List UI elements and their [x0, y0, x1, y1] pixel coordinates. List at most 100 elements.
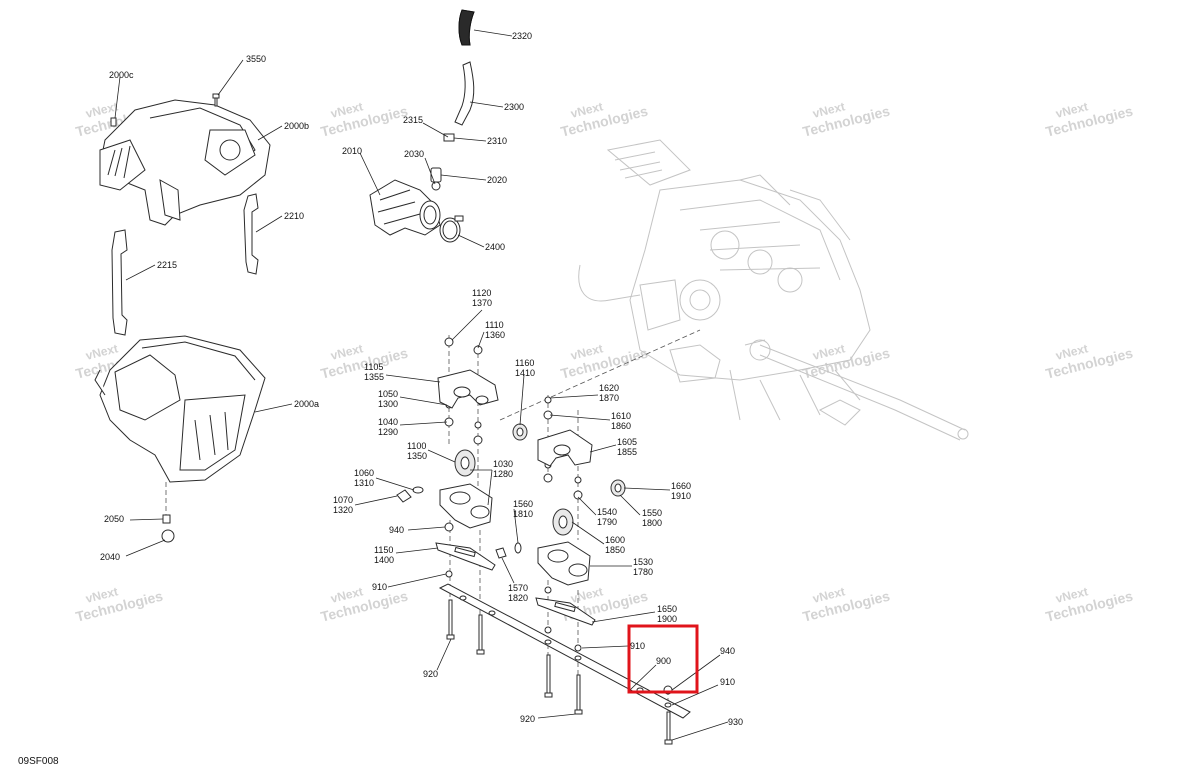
engine-ghost-illustration: [578, 139, 969, 441]
callout-940-lower: 940: [720, 646, 735, 656]
watermark: vNext Technologies: [801, 584, 892, 624]
tube-2300: [454, 61, 475, 126]
callout-910-middle: 910: [630, 641, 645, 651]
callout-labels: 3550 2000c 2000b 2210 2215 2000a 2050 20…: [100, 31, 743, 727]
callout-1820: 1820: [508, 593, 528, 603]
callout-1570: 1570: [508, 583, 528, 593]
assembly-line: [499, 329, 701, 421]
callout-2040: 2040: [100, 552, 120, 562]
callout-1900: 1900: [657, 614, 677, 624]
callout-2000b: 2000b: [284, 121, 309, 131]
callout-2310: 2310: [487, 136, 507, 146]
callout-1320: 1320: [333, 505, 353, 515]
callout-1310: 1310: [354, 478, 374, 488]
callout-2215: 2215: [157, 260, 177, 270]
callout-1780: 1780: [633, 567, 653, 577]
callout-1530: 1530: [633, 557, 653, 567]
clip-2000c: [110, 117, 117, 127]
callout-2315: 2315: [403, 115, 423, 125]
callout-930: 930: [728, 717, 743, 727]
callout-1040: 1040: [378, 417, 398, 427]
watermark: vNext Technologies: [559, 99, 650, 139]
callout-910-lower: 910: [720, 677, 735, 687]
callout-1600: 1600: [605, 535, 625, 545]
callout-1610: 1610: [611, 411, 631, 421]
callout-1810: 1810: [513, 509, 533, 519]
callout-1070: 1070: [333, 495, 353, 505]
callout-2030: 2030: [404, 149, 424, 159]
callout-1120: 1120: [472, 288, 491, 298]
screw-3550: [212, 93, 220, 107]
callout-1100: 1100: [407, 441, 426, 451]
callout-1300: 1300: [378, 399, 398, 409]
clamp-2400: [439, 215, 464, 243]
diagram-code: 09SF008: [18, 756, 59, 767]
callout-1550: 1550: [642, 508, 662, 518]
callout-1660: 1660: [671, 481, 691, 491]
watermark: vNext Technologies: [319, 341, 410, 381]
callout-1110: 1110: [485, 320, 504, 330]
clamp-2310: [443, 133, 455, 142]
callout-920-left: 920: [423, 669, 438, 679]
callout-1800: 1800: [642, 518, 662, 528]
callout-1280: 1280: [493, 469, 513, 479]
callout-2400: 2400: [485, 242, 505, 252]
callout-1910: 1910: [671, 491, 691, 501]
watermark: vNext Technologies: [74, 584, 165, 624]
callout-2020: 2020: [487, 175, 507, 185]
callout-900: 900: [656, 656, 671, 666]
fitting-2020: [430, 167, 442, 183]
strap-2210: [243, 193, 259, 275]
callout-1410: 1410: [515, 368, 535, 378]
callout-1790: 1790: [597, 517, 617, 527]
watermark: vNext Technologies: [319, 584, 410, 624]
callout-1560: 1560: [513, 499, 533, 509]
callout-940-upper: 940: [389, 525, 404, 535]
airbox-upper-2000b: [99, 99, 271, 226]
watermark: vNext Technologies: [1044, 99, 1135, 139]
callout-1400: 1400: [374, 555, 394, 565]
cap-2040: [161, 529, 175, 543]
callout-1030: 1030: [493, 459, 513, 469]
watermark: vNext Technologies: [801, 341, 892, 381]
callout-2000c: 2000c: [109, 70, 134, 80]
callout-2050: 2050: [104, 514, 124, 524]
callout-1870: 1870: [599, 393, 619, 403]
callout-1060: 1060: [354, 468, 374, 478]
callout-1160: 1160: [515, 358, 534, 368]
leader-lines: [114, 29, 729, 741]
callout-1850: 1850: [605, 545, 625, 555]
callout-1855: 1855: [617, 447, 637, 457]
callout-1150: 1150: [374, 545, 393, 555]
engine-mounts: [396, 329, 701, 745]
watermark: vNext Technologies: [1044, 341, 1135, 381]
callout-1290: 1290: [378, 427, 398, 437]
callout-1605: 1605: [617, 437, 637, 447]
callout-1350: 1350: [407, 451, 427, 461]
drain-plug-2050: [162, 514, 171, 524]
callout-1540: 1540: [597, 507, 617, 517]
callout-3550: 3550: [246, 54, 266, 64]
highlight-box: [627, 624, 699, 694]
watermark: vNext Technologies: [319, 99, 410, 139]
callout-920-right: 920: [520, 714, 535, 724]
hose-2320: [458, 9, 475, 46]
callout-2320: 2320: [512, 31, 532, 41]
callout-1050: 1050: [378, 389, 398, 399]
callout-1105: 1105: [364, 362, 383, 372]
watermark: vNext Technologies: [801, 99, 892, 139]
callout-2010: 2010: [342, 146, 362, 156]
callout-1650: 1650: [657, 604, 677, 614]
callout-2300: 2300: [504, 102, 524, 112]
callout-1360: 1360: [485, 330, 505, 340]
watermark: vNext Technologies: [1044, 584, 1135, 624]
callout-1355: 1355: [364, 372, 384, 382]
callout-2000a: 2000a: [294, 399, 319, 409]
clip-2030: [431, 181, 441, 191]
callout-1370: 1370: [472, 298, 492, 308]
callout-1620: 1620: [599, 383, 619, 393]
adaptor-2010: [369, 179, 441, 236]
callout-1860: 1860: [611, 421, 631, 431]
callout-2210: 2210: [284, 211, 304, 221]
